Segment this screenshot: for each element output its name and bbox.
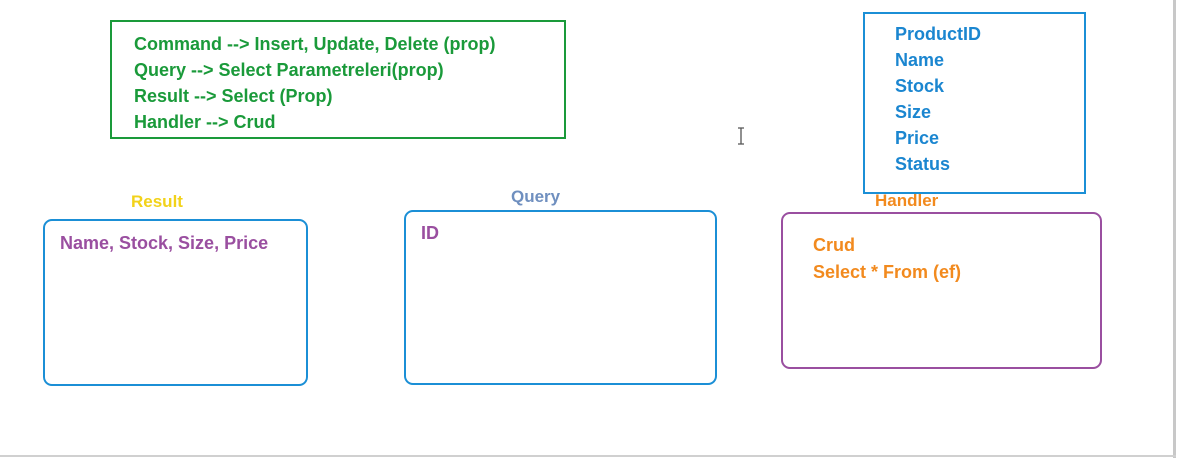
notes-line-query: Query --> Select Parametreleri(prop): [134, 60, 444, 80]
handler-content: Crud Select * From (ef): [813, 232, 961, 286]
canvas-bottom-border: [0, 455, 1176, 457]
field-stock: Stock: [895, 76, 945, 96]
notes-line-result: Result --> Select (Prop): [134, 86, 333, 106]
handler-title: Handler: [875, 191, 939, 210]
notes-line-command: Command --> Insert, Update, Delete (prop…: [134, 34, 496, 54]
field-price: Price: [895, 128, 940, 148]
field-name: Name: [895, 50, 945, 70]
result-panel: [43, 219, 308, 386]
query-title: Query: [511, 187, 561, 206]
text-cursor-icon: [738, 127, 744, 145]
result-title: Result: [131, 192, 183, 211]
handler-panel: [781, 212, 1102, 369]
result-content: Name, Stock, Size, Price: [60, 233, 269, 253]
canvas-right-border: [1173, 0, 1176, 458]
handler-line-crud: Crud: [813, 235, 855, 255]
notes-box: [110, 20, 566, 139]
notes-list: Command --> Insert, Update, Delete (prop…: [134, 31, 496, 135]
field-size: Size: [895, 102, 932, 122]
field-productid: ProductID: [895, 24, 982, 44]
field-status: Status: [895, 154, 951, 174]
product-fields-box: [863, 12, 1086, 194]
notes-line-handler: Handler --> Crud: [134, 112, 276, 132]
query-panel: [404, 210, 717, 385]
product-fields-list: ProductID Name Stock Size Price Status: [895, 21, 981, 177]
handler-line-select: Select * From (ef): [813, 262, 962, 282]
query-content: ID: [421, 223, 439, 243]
